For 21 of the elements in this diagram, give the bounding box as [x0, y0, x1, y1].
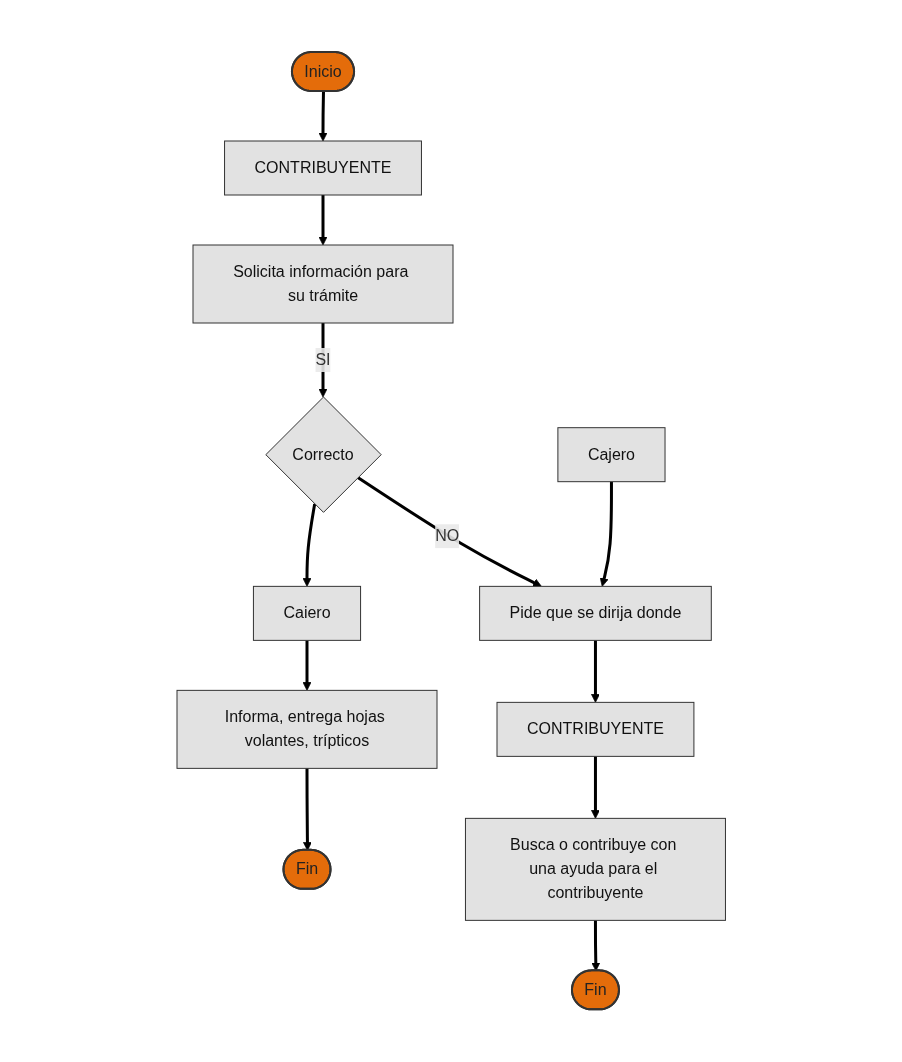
node-box: Solicita información para su trámite	[192, 244, 454, 324]
arrow	[590, 756, 600, 820]
arrow	[302, 504, 316, 588]
node-box: Pide que se dirija donde	[478, 586, 712, 642]
node-box: Busca o contribuye con una ayuda para el contribuyente	[464, 818, 726, 922]
arrow	[599, 482, 613, 588]
edge-label: SI	[315, 351, 331, 369]
arrow	[356, 476, 542, 588]
node-box: CONTRIBUYENTE	[496, 702, 695, 758]
arrow	[302, 768, 312, 852]
node-box: Informa, entrega hojas volantes, trípticos	[176, 690, 438, 770]
node-box: Cajero	[557, 427, 666, 483]
arrow	[591, 920, 600, 972]
arrow	[318, 91, 328, 142]
arrow	[590, 640, 600, 704]
arrow	[318, 323, 328, 398]
node-box: CONTRIBUYENTE	[223, 140, 422, 196]
node-diamond: Correcto	[265, 396, 382, 514]
node-box: Caiero	[252, 586, 361, 642]
edge-label: NO	[434, 527, 459, 545]
arrow	[318, 195, 328, 246]
